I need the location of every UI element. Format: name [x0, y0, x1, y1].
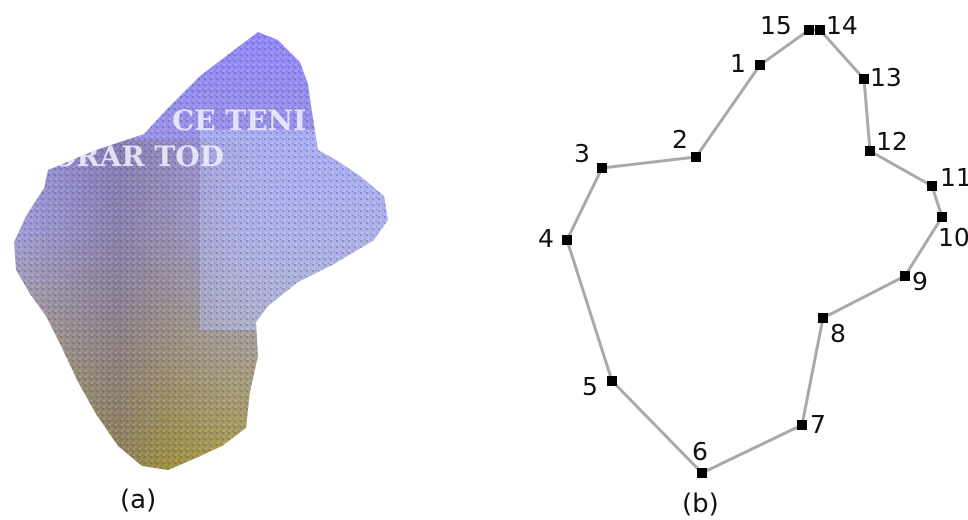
- caption-b: (b): [682, 489, 719, 519]
- vertex-label-15: 15: [760, 11, 792, 40]
- vertex-marker-4: [562, 235, 572, 245]
- vertex-marker-10: [937, 212, 947, 222]
- vertex-label-10: 10: [938, 223, 968, 252]
- vertex-marker-2: [691, 152, 701, 162]
- segmented-region-image: CE TENI ORAR TOD: [10, 20, 410, 490]
- vertex-marker-1: [755, 60, 765, 70]
- vertex-label-13: 13: [870, 63, 902, 92]
- vertex-label-8: 8: [830, 319, 846, 348]
- vertex-marker-15: [804, 25, 814, 35]
- caption-a: (a): [120, 485, 156, 515]
- vertex-label-14: 14: [826, 11, 858, 40]
- vertex-label-5: 5: [582, 372, 598, 401]
- polygon-outline: [567, 30, 942, 473]
- vertex-label-12: 12: [876, 127, 908, 156]
- vertex-label-4: 4: [538, 224, 554, 253]
- vertex-marker-7: [797, 420, 807, 430]
- region-texture: [10, 20, 410, 490]
- vertex-marker-5: [607, 376, 617, 386]
- polygon-vertices: [562, 25, 947, 478]
- vertex-label-2: 2: [672, 125, 688, 154]
- vertex-label-1: 1: [730, 49, 746, 78]
- panel-a: CE TENI ORAR TOD (a): [10, 20, 410, 515]
- vertex-marker-12: [865, 146, 875, 156]
- vertex-marker-8: [818, 313, 828, 323]
- vertex-marker-6: [697, 468, 707, 478]
- vertex-label-7: 7: [810, 410, 826, 439]
- vertex-label-6: 6: [692, 437, 708, 466]
- vertex-marker-14: [815, 25, 825, 35]
- vertex-marker-13: [859, 74, 869, 84]
- vertex-marker-3: [597, 163, 607, 173]
- overlay-text-line-2: ORAR TOD: [52, 140, 224, 173]
- vertex-marker-11: [927, 181, 937, 191]
- vertex-label-11: 11: [940, 163, 968, 192]
- vertex-label-3: 3: [574, 139, 590, 168]
- vertex-marker-9: [900, 271, 910, 281]
- vertex-label-9: 9: [912, 267, 928, 296]
- overlay-text-line-1: CE TENI: [172, 104, 306, 137]
